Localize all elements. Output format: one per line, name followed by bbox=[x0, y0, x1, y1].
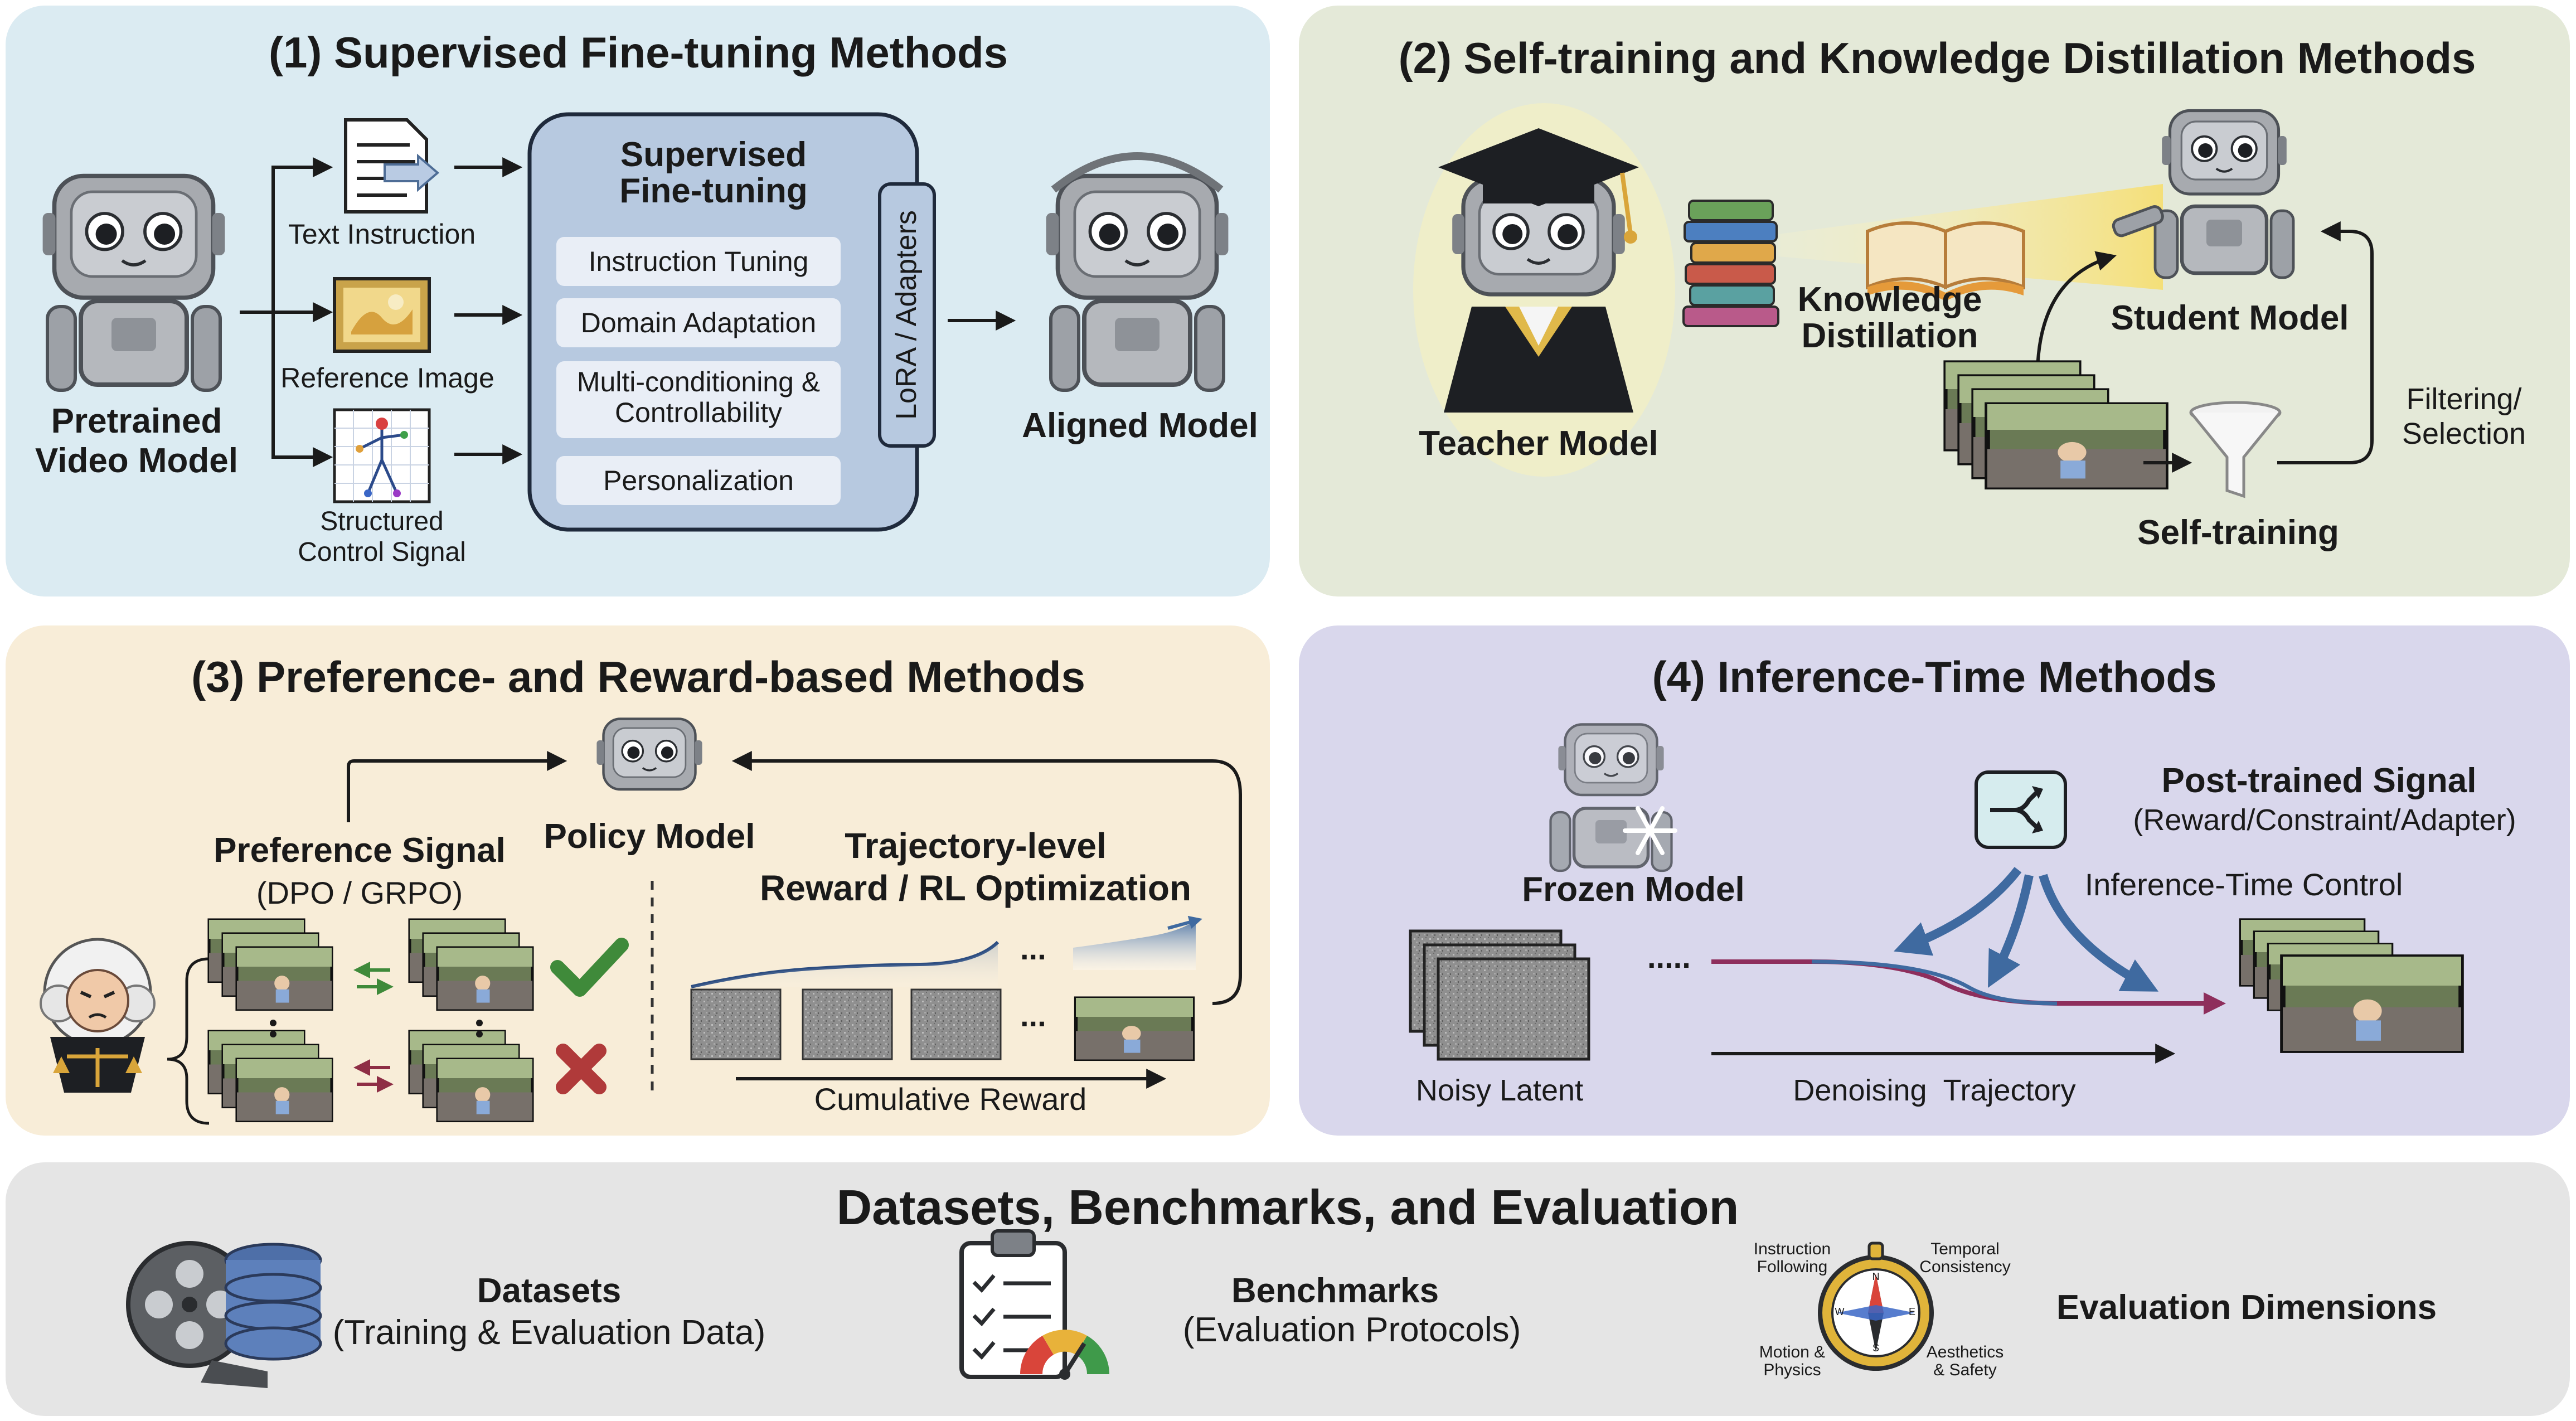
aligned-model-label: Aligned Model bbox=[1022, 406, 1258, 445]
output-frames-stack bbox=[2241, 920, 2461, 1051]
compass-label-motion: Motion & Physics bbox=[1759, 1343, 1826, 1379]
post-trained-signal-label: Post-trained Signal bbox=[2161, 762, 2477, 800]
compass-label-aesthetics: Aesthetics & Safety bbox=[1926, 1343, 2004, 1379]
compass-label-temporal: Temporal Consistency bbox=[1919, 1240, 2011, 1276]
noisy-frames bbox=[690, 988, 1002, 1060]
student-robot-icon bbox=[2112, 111, 2293, 278]
evaluation-dimensions-label: Evaluation Dimensions bbox=[2056, 1288, 2437, 1327]
judge-icon bbox=[40, 938, 156, 1093]
document-icon bbox=[344, 118, 440, 214]
noisy-latent-label: Noisy Latent bbox=[1415, 1074, 1584, 1107]
aligned-robot-icon bbox=[1046, 152, 1229, 390]
database-icon bbox=[224, 1243, 322, 1361]
datasets-label: Datasets bbox=[477, 1272, 622, 1310]
film-reel-icon bbox=[126, 1241, 268, 1388]
method-multi-conditioning: Multi-conditioning & Controllability bbox=[556, 361, 841, 438]
text-instruction-label: Text Instruction bbox=[288, 219, 476, 250]
pretrained-model-label: Pretrained Video Model bbox=[35, 402, 239, 481]
ellipsis-bottom: ... bbox=[1020, 998, 1046, 1033]
method-personalization: Personalization bbox=[556, 456, 841, 505]
infer-title: (4) Inference-Time Methods bbox=[1652, 652, 2217, 701]
branch-icon bbox=[1975, 770, 2067, 849]
reward-curve-area bbox=[1073, 920, 1196, 970]
post-trained-signal-sub: (Reward/Constraint/Adapter) bbox=[2133, 803, 2516, 837]
frozen-model-label: Frozen Model bbox=[1522, 870, 1745, 909]
gauge-icon bbox=[1020, 1330, 1109, 1380]
lora-adapters-label: LoRA / Adapters bbox=[890, 210, 923, 420]
preference-frames-good bbox=[209, 920, 532, 1010]
preference-frames-bad bbox=[209, 1031, 532, 1121]
books-icon bbox=[1682, 200, 1779, 327]
cross-icon bbox=[556, 1044, 607, 1094]
self-training-label: Self-training bbox=[2137, 513, 2339, 552]
reference-image-label: Reference Image bbox=[280, 362, 494, 394]
benchmarks-label: Benchmarks bbox=[1231, 1272, 1439, 1310]
preference-signal-sub: (DPO / GRPO) bbox=[256, 875, 463, 910]
cumulative-reward-label: Cumulative Reward bbox=[814, 1081, 1087, 1117]
teacher-robot-icon bbox=[1444, 179, 1633, 413]
compass-icon bbox=[1818, 1241, 1934, 1371]
picture-icon bbox=[333, 277, 431, 353]
knowledge-distillation-label: Knowledge Distillation bbox=[1797, 280, 1982, 356]
compass-dir-n: N bbox=[1872, 1271, 1880, 1282]
teacher-model-label: Teacher Model bbox=[1419, 424, 1658, 463]
student-model-label: Student Model bbox=[2111, 299, 2349, 337]
snowflake-icon bbox=[1623, 806, 1677, 855]
filtering-selection-label: Filtering/ Selection bbox=[2402, 382, 2526, 451]
sft-title: (1) Supervised Fine-tuning Methods bbox=[268, 28, 1008, 77]
noisy-latent-stack bbox=[1409, 929, 1590, 1061]
skeleton-icon bbox=[333, 408, 431, 503]
inference-control-label: Inference-Time Control bbox=[2084, 867, 2403, 902]
open-book-icon bbox=[1866, 221, 2025, 301]
preference-signal-label: Preference Signal bbox=[214, 831, 506, 870]
sft-box-title: Supervised Fine-tuning bbox=[619, 135, 808, 211]
method-domain-adaptation: Domain Adaptation bbox=[556, 298, 841, 347]
compass-dir-e: E bbox=[1908, 1306, 1916, 1317]
structured-control-label: Structured Control Signal bbox=[298, 507, 466, 568]
funnel-icon bbox=[2189, 401, 2282, 498]
graduation-cap-icon bbox=[1438, 128, 1639, 244]
policy-model-label: Policy Model bbox=[544, 817, 755, 856]
datasets-sub: (Training & Evaluation Data) bbox=[332, 1313, 766, 1352]
method-instruction-tuning: Instruction Tuning bbox=[556, 237, 841, 286]
vertical-dots bbox=[270, 1020, 483, 1037]
panel-evaluation bbox=[6, 1162, 2570, 1416]
video-frames-stack bbox=[1946, 362, 2166, 488]
compass-label-instruction: Instruction Following bbox=[1753, 1240, 1831, 1276]
pretrained-robot-icon bbox=[43, 176, 225, 391]
frozen-robot-icon bbox=[1551, 725, 1672, 871]
compass-dir-w: W bbox=[1835, 1306, 1845, 1317]
denoising-trajectory-label: Denoising Trajectory bbox=[1793, 1074, 2076, 1107]
selftrain-title: (2) Self-training and Knowledge Distilla… bbox=[1398, 33, 2476, 83]
benchmarks-sub: (Evaluation Protocols) bbox=[1182, 1311, 1521, 1349]
trajectory-ellipsis: ..... bbox=[1647, 939, 1691, 974]
compass-dir-s: S bbox=[1872, 1342, 1880, 1354]
eval-title: Datasets, Benchmarks, and Evaluation bbox=[836, 1180, 1739, 1235]
policy-robot-icon bbox=[596, 719, 702, 790]
pref-title: (3) Preference- and Reward-based Methods bbox=[191, 652, 1085, 701]
ellipsis-top: ... bbox=[1020, 931, 1046, 966]
checkmark-icon bbox=[550, 938, 629, 997]
trajectory-reward-label: Trajectory-level Reward / RL Optimizatio… bbox=[760, 826, 1191, 908]
